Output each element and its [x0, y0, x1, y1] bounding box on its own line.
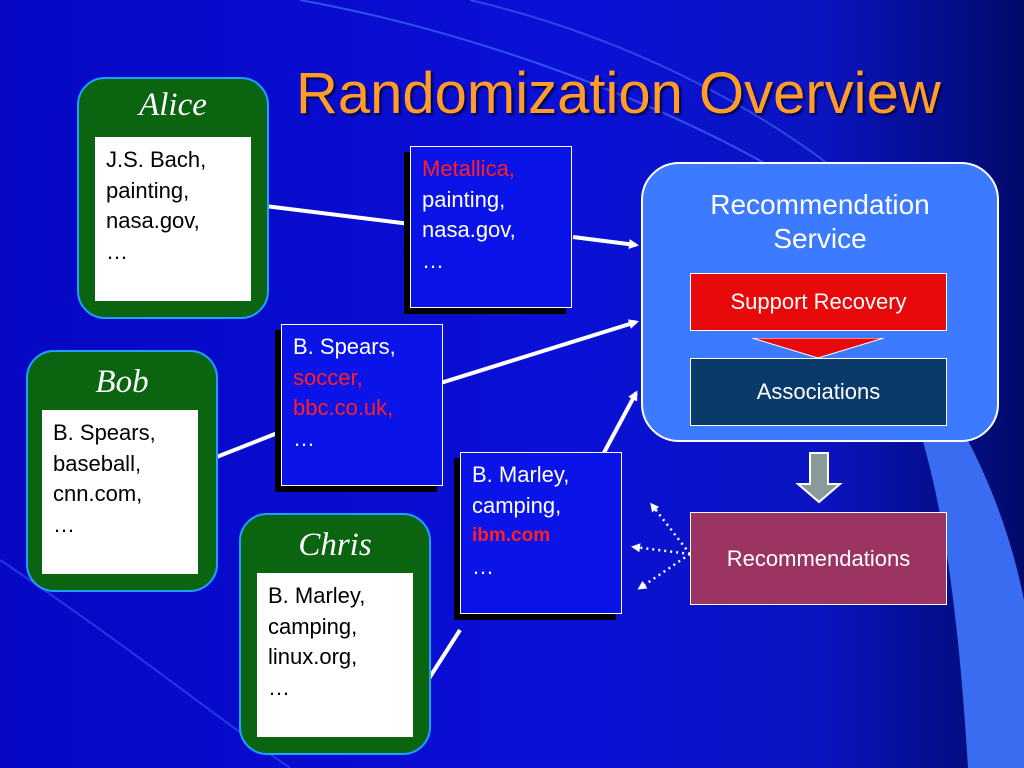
profile-line: bbc.co.uk, [293, 395, 394, 420]
profile-line: painting, [106, 177, 190, 203]
profile-line: B. Marley, [268, 583, 366, 608]
dotted-arrow-up [650, 502, 691, 555]
user-bob: Bob B. Spears, baseball, cnn.com, … [26, 350, 218, 592]
slide-title: Randomization Overview [296, 61, 941, 126]
profile-line: ibm.com [472, 525, 551, 546]
profile-line: linux.org, [268, 644, 358, 669]
support-recovery-box: Support Recovery [690, 273, 947, 331]
profile-line: B. Marley, [472, 462, 570, 487]
randomized-profile-3: B. Marley, camping, ibm.com … [460, 452, 622, 614]
service-title-line-2: Service [773, 223, 867, 254]
connector-bob [213, 430, 281, 460]
user-profile: J.S. Bach, painting, nasa.gov, … [95, 137, 251, 301]
arrow-note1-service [572, 235, 639, 250]
red-down-arrow [752, 338, 884, 359]
gray-down-arrow [795, 452, 843, 504]
user-name: Chris [298, 527, 372, 563]
profile-line: … [293, 425, 315, 451]
profile-line: nasa.gov, [422, 217, 516, 242]
associations-box: Associations [690, 358, 947, 426]
user-name: Alice [139, 87, 207, 123]
profile-line: J.S. Bach, [106, 147, 207, 172]
profile-line: Metallica, [422, 156, 515, 181]
user-alice: Alice J.S. Bach, painting, nasa.gov, … [77, 77, 269, 319]
connector-chris [426, 628, 462, 682]
profile-line: camping, [472, 492, 562, 518]
user-profile: B. Spears, baseball, cnn.com, … [42, 410, 198, 574]
randomized-profile-2: B. Spears, soccer, bbc.co.uk, … [281, 324, 443, 486]
user-name: Bob [95, 364, 149, 400]
user-profile: B. Marley, camping, linux.org, … [257, 573, 413, 737]
randomized-profile-1: Metallica, painting, nasa.gov, … [410, 146, 572, 308]
recommendations-box: Recommendations [690, 512, 947, 605]
profile-line: soccer, [293, 364, 363, 390]
profile-line: … [268, 674, 290, 700]
profile-line: cnn.com, [53, 481, 143, 506]
profile-line: … [422, 247, 444, 273]
connector-alice [264, 204, 411, 226]
profile-line: B. Spears, [53, 420, 156, 445]
profile-line: … [106, 238, 128, 264]
profile-line: camping, [268, 613, 358, 639]
profile-line: B. Spears, [293, 334, 396, 359]
service-title: Recommendation Service [643, 188, 997, 256]
profile-line: baseball, [53, 450, 142, 476]
user-chris: Chris B. Marley, camping, linux.org, … [239, 513, 431, 755]
arrow-note2-service [430, 319, 639, 388]
profile-line: … [472, 553, 494, 579]
dotted-arrow-mid [631, 543, 691, 556]
dotted-arrow-down [637, 552, 691, 590]
service-title-line-1: Recommendation [710, 189, 930, 220]
profile-line: painting, [422, 186, 506, 212]
profile-line: nasa.gov, [106, 208, 200, 233]
profile-line: … [53, 511, 75, 537]
